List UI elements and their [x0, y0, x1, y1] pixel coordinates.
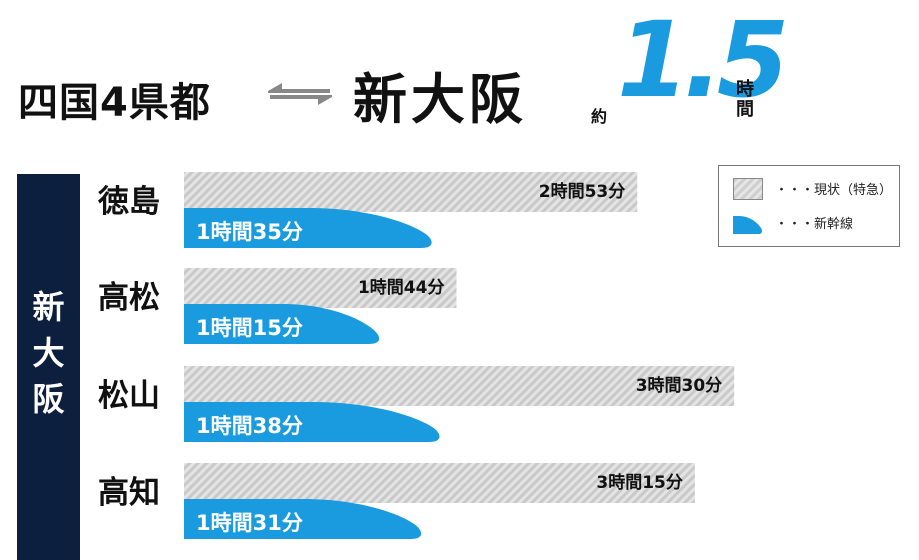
two-way-arrow-icon — [268, 83, 332, 105]
destination-side-bar: 新大阪 — [17, 174, 80, 560]
bar-current — [184, 366, 735, 406]
hatch-swatch — [733, 178, 763, 200]
bar-current — [184, 172, 638, 212]
legend: ・・・現状（特急） ・・・新幹線 — [718, 165, 900, 247]
headline: 四国4県都 新大阪 約 1.5 時間 — [0, 0, 919, 150]
headline-destination: 新大阪 — [353, 68, 527, 131]
bar-current-label: 3時間15分 — [596, 472, 683, 493]
bar-shinkansen-label: 1時間31分 — [196, 511, 303, 535]
category-label: 高松 — [98, 280, 160, 316]
unit-char: 時 — [736, 79, 754, 100]
side-label-char: 阪 — [32, 380, 65, 418]
bar-current-label: 3時間30分 — [636, 375, 723, 396]
legend-shinkansen-label: ・・・新幹線 — [775, 217, 854, 232]
headline-unit: 時間 — [735, 80, 755, 120]
bar-shinkansen — [184, 402, 440, 442]
bar-shinkansen — [184, 304, 380, 344]
headline-approx: 約 — [591, 107, 608, 126]
bar-shinkansen — [184, 208, 432, 248]
category-label: 松山 — [98, 378, 160, 414]
side-label-char: 新 — [32, 288, 65, 326]
unit-char: 間 — [736, 99, 754, 120]
bar-shinkansen — [184, 499, 422, 539]
category-label: 高知 — [98, 475, 160, 511]
bar-current-label: 2時間53分 — [539, 181, 626, 202]
side-label-char: 大 — [32, 334, 65, 372]
bar-shinkansen-label: 1時間38分 — [196, 414, 303, 438]
bar-current-label: 1時間44分 — [358, 277, 445, 298]
bar-current — [184, 268, 457, 308]
shinkansen-icon — [733, 216, 763, 234]
bar-shinkansen-label: 1時間35分 — [196, 220, 303, 244]
headline-hours: 1.5 — [617, 0, 789, 121]
side-label: 新大阪 — [17, 284, 80, 422]
bar-shinkansen-label: 1時間15分 — [196, 316, 303, 340]
category-label: 徳島 — [97, 184, 160, 220]
bar-current — [184, 463, 695, 503]
legend-current-label: ・・・現状（特急） — [775, 183, 893, 198]
headline-origin: 四国4県都 — [18, 80, 211, 126]
